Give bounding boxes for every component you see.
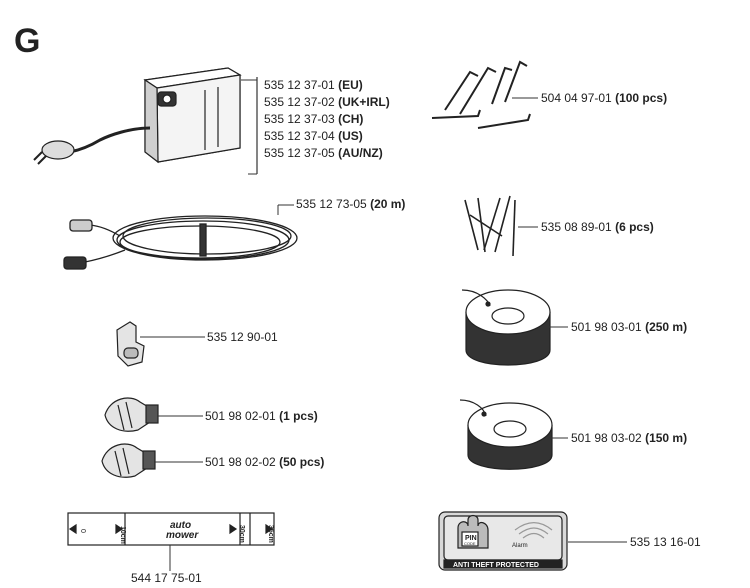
gauge-mark-30: 30cm xyxy=(238,525,245,543)
wire-250-label: 501 98 03-01 (250 m) xyxy=(571,320,688,334)
charger-part-row: 535 12 37-03 (CH) xyxy=(264,112,364,126)
coupler-1-illustration xyxy=(104,397,159,432)
gauge-texts: 0 10cm auto mower 30cm 35cm xyxy=(79,520,274,544)
sticker-footer-text: ANTI THEFT PROTECTED xyxy=(453,562,539,569)
sticker-pin-text: PIN xyxy=(465,535,477,542)
charger-part-list: 535 12 37-01 (EU) 535 12 37-02 (UK+IRL) … xyxy=(264,77,390,162)
charger-part-row: 535 12 37-04 (US) xyxy=(264,129,363,143)
pegs-label: 504 04 97-01 (100 pcs) xyxy=(541,91,668,105)
coupler-50-illustration xyxy=(101,443,156,478)
connector-label: 535 12 90-01 xyxy=(207,330,278,344)
sticker-illustration xyxy=(438,511,568,571)
sticker-label: 535 13 16-01 xyxy=(630,535,701,549)
nails-illustration xyxy=(464,195,516,257)
gauge-mark-10: 10cm xyxy=(119,526,126,544)
gauge-mark-0: 0 xyxy=(79,529,86,533)
coupler-50-label: 501 98 02-02 (50 pcs) xyxy=(205,455,325,469)
charger-part-row: 535 12 37-02 (UK+IRL) xyxy=(264,95,390,109)
gauge-brand-top: auto xyxy=(170,520,191,531)
connector-illustration xyxy=(116,321,145,367)
gauge-label: 544 17 75-01 xyxy=(131,571,202,585)
nails-label: 535 08 89-01 (6 pcs) xyxy=(541,220,654,234)
coupler-1-label: 501 98 02-01 (1 pcs) xyxy=(205,409,318,423)
page-letter: G xyxy=(14,22,41,60)
wire-spool-150-illustration xyxy=(459,399,553,470)
sticker-alarm-text: Alarm xyxy=(512,543,528,549)
charger-part-row: 535 12 37-05 (AU/NZ) xyxy=(264,146,383,160)
wire-150-label: 501 98 03-02 (150 m) xyxy=(571,431,688,445)
sticker-texts: PIN CODE Alarm ANTI THEFT PROTECTED xyxy=(453,535,539,569)
cable-label: 535 12 73-05 (20 m) xyxy=(296,197,406,211)
gauge-illustration xyxy=(67,512,275,546)
pegs-illustration xyxy=(431,60,531,129)
sticker-code-text: CODE xyxy=(464,541,476,546)
wire-spool-250-illustration xyxy=(461,289,551,366)
cable-illustration xyxy=(63,215,298,270)
charger-illustration xyxy=(33,67,242,165)
gauge-brand-bottom: mower xyxy=(166,530,199,541)
gauge-mark-35: 35cm xyxy=(267,525,274,543)
charger-part-row: 535 12 37-01 (EU) xyxy=(264,78,363,92)
